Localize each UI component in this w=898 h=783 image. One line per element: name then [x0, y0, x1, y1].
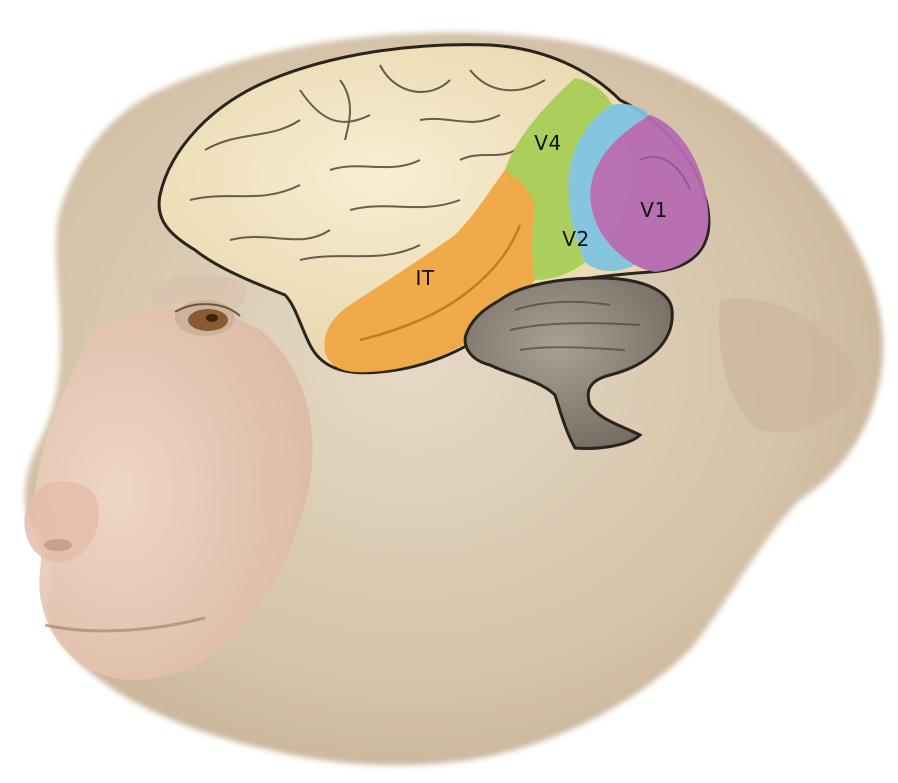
- nostril: [44, 539, 72, 551]
